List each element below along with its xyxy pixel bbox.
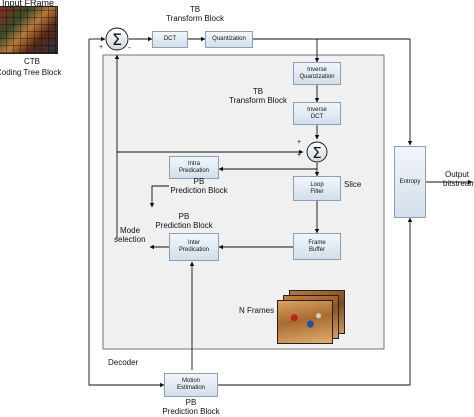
quantization-label: Quantization [212,36,246,42]
pb-inter-label-line1: PB [178,212,190,221]
inverse-dct-line1: Inverse [307,106,327,113]
inverse-dct-block: Inverse DCT [293,102,341,125]
input-frame-thumbnail [0,6,58,54]
loop-filter-line2: Filter [310,188,324,195]
arrow-input-to-me [88,39,165,388]
inverse-quant-line2: Quanzization [299,73,335,80]
frame-buffer-line2: Buffer [309,246,325,253]
arrow-intra-to-mode [149,185,169,208]
svg-text:Σ: Σ [112,30,122,49]
minus-sign-main: - [128,43,131,52]
summer-reconstruct: Σ [306,141,328,163]
svg-text:Σ: Σ [312,144,321,162]
loop-filter-block: Loop Filter [293,176,341,201]
tb-inner-line1: TB [252,87,264,96]
intra-prediction-block: Intra Predication [169,156,219,179]
arrow-me-to-entropy [218,217,413,386]
plus-sign-main: + [99,44,104,51]
pb-intra-line1: PB [193,177,205,186]
inter-line1: Inter [187,240,200,246]
mode-selection-line2: selection [114,235,146,244]
intra-line1: Intra [187,160,200,167]
entropy-label: Entropy [399,178,421,185]
decoder-label: Decoder [108,358,139,367]
dct-label: DCT [163,36,177,42]
input-frame-label: Input FRame [2,0,55,8]
pb-inter-label-line2: Prediction Block [155,221,213,230]
slice-label: Slice [344,180,362,189]
entropy-block: Entropy [394,146,426,218]
pb-bottom-line2: Prediction Block [162,407,220,416]
dct-block: DCT [152,31,188,48]
intra-line2: Predication [178,167,210,174]
frame-buffer-line1: Frame [308,239,326,246]
output-line1: Output [445,170,470,179]
plus-sign-reconstruct-top: + [297,139,302,146]
summer-main: Σ [105,27,129,51]
tb-top-line1: TB [189,5,201,14]
quantization-block: Quantization [205,31,253,48]
ctb-desc: Coding Tree Block [0,68,62,77]
mode-selection-line1: Mode [120,226,141,235]
n-frames-stack-front [277,300,333,344]
inverse-dct-line2: DCT [310,113,324,120]
ctb-label: CTB [24,57,40,66]
inter-prediction-block: Inter Predication [169,233,219,261]
pb-intra-line2: Prediction Block [170,186,228,195]
pb-bottom-line1: PB [185,398,197,407]
motion-estimation-block: Motion Estimation [164,373,218,397]
n-frames-label: N Frames [239,306,275,315]
tb-inner-line2: Transform Block [229,96,287,105]
frame-buffer-block: Frame Buffer [293,233,341,260]
motion-est-line2: Estimation [176,385,205,391]
tb-top-line2: Transform Block [166,14,224,23]
output-line2: bitstream [443,179,474,188]
loop-filter-line1: Loop [310,181,324,188]
inverse-quant-line1: Inverse [307,66,327,73]
motion-est-line1: Motion [181,378,200,384]
inverse-quantization-block: Inverse Quanzization [293,62,341,85]
plus-sign-reconstruct-left: + [297,152,302,159]
inter-line2: Predication [178,247,210,253]
